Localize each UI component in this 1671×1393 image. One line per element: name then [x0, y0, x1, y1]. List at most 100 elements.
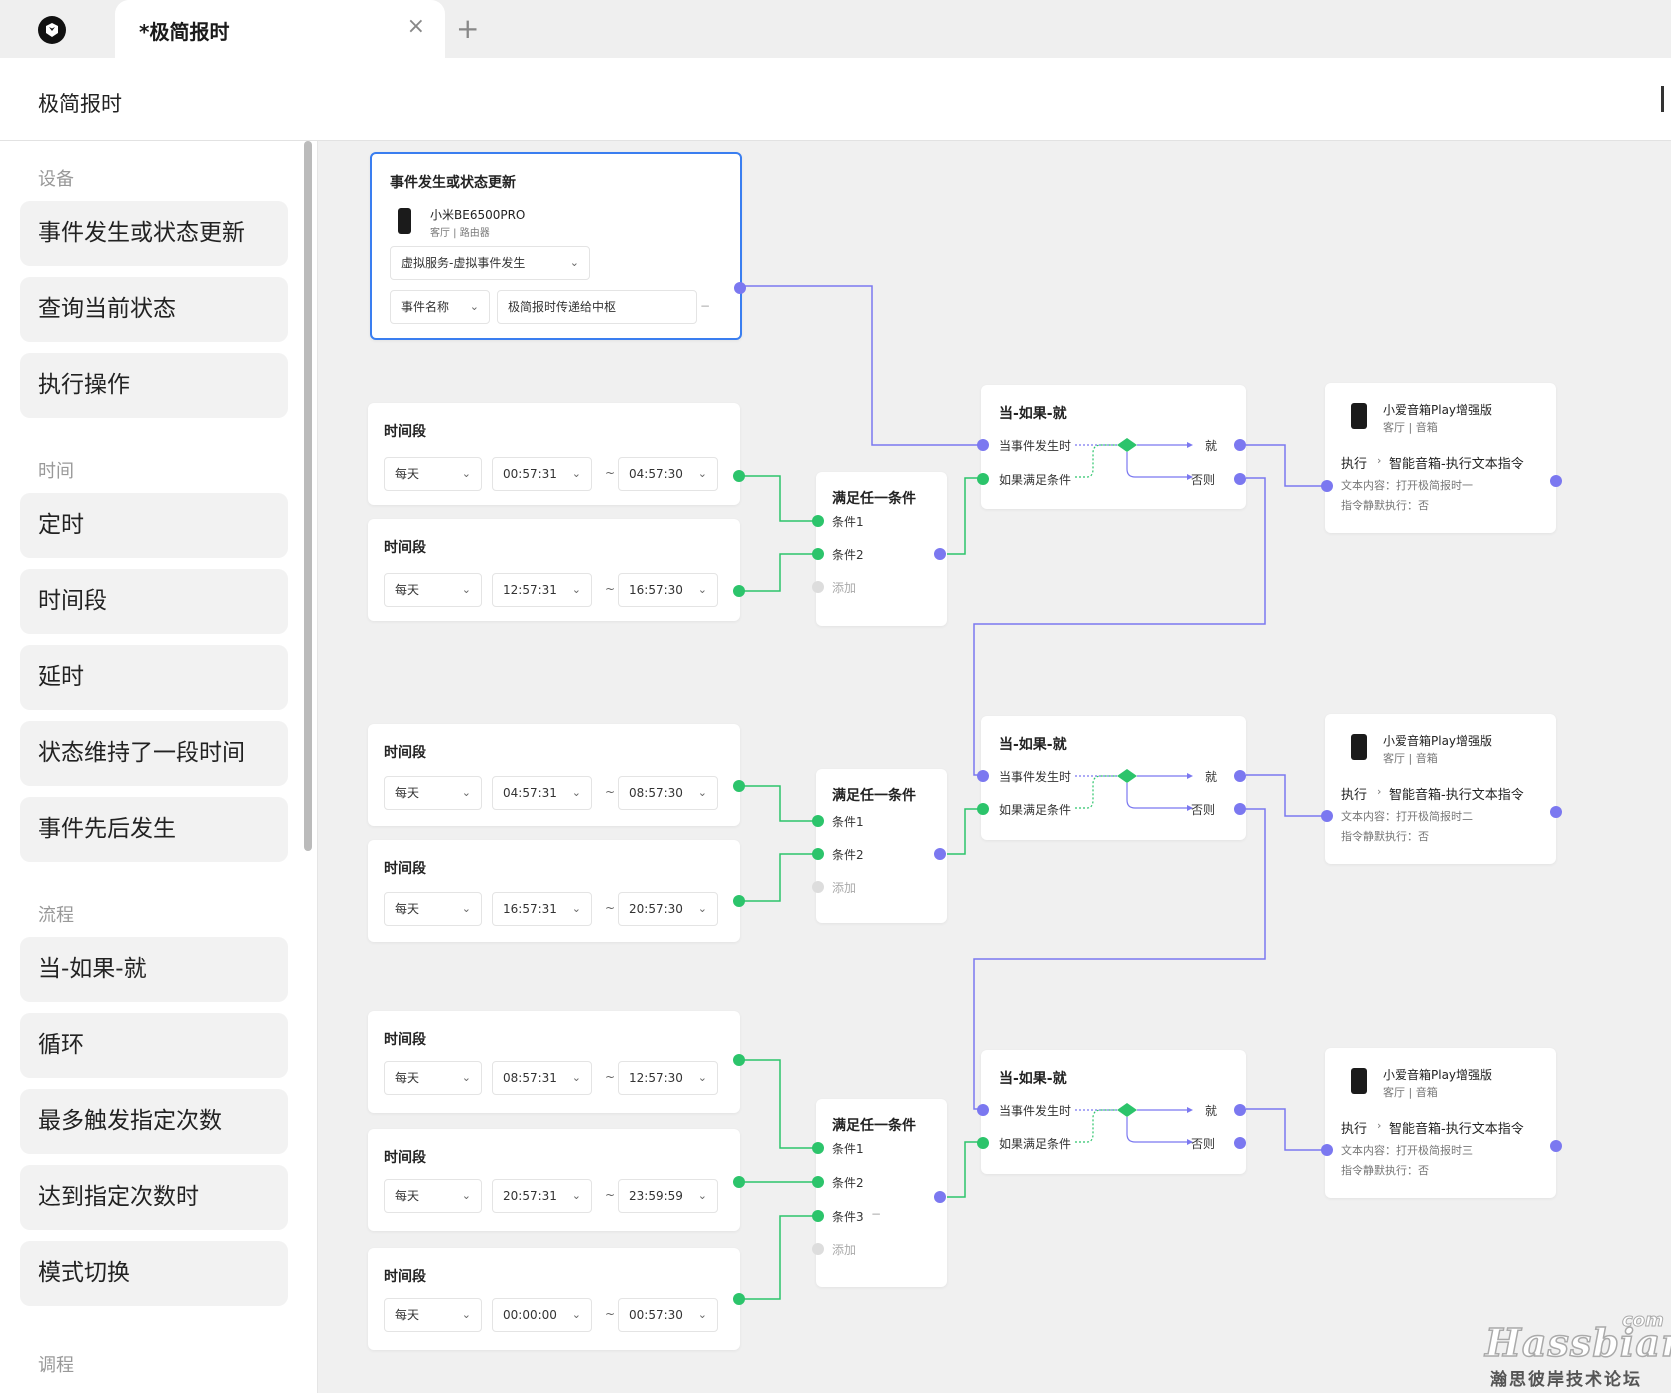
param-name-select[interactable]: 事件名称⌄: [390, 290, 490, 324]
add-condition-label[interactable]: 添加: [832, 581, 857, 595]
cond2-in-port[interactable]: [812, 1176, 824, 1188]
sidebar-item-sequence[interactable]: 事件先后发生: [20, 797, 288, 862]
service-select[interactable]: 虚拟服务-虚拟事件发生⌄: [390, 246, 590, 280]
add-in-port[interactable]: [812, 1243, 824, 1255]
any-out-port[interactable]: [934, 548, 946, 560]
time-out-port[interactable]: [733, 470, 745, 482]
time-out-port[interactable]: [733, 780, 745, 792]
end-time-select[interactable]: 23:59:59⌄: [618, 1179, 718, 1213]
sidebar-item-mode-switch[interactable]: 模式切换: [20, 1241, 288, 1306]
else-out-port[interactable]: [1234, 1137, 1246, 1149]
if-in-port[interactable]: [977, 473, 989, 485]
tab-active[interactable]: *极简报时 ×: [115, 0, 445, 58]
start-time-select[interactable]: 20:57:31⌄: [492, 1179, 592, 1213]
sidebar-item-delay[interactable]: 延时: [20, 645, 288, 710]
else-out-port[interactable]: [1234, 803, 1246, 815]
flow-canvas[interactable]: 事件发生或状态更新 小米BE6500PRO 客厅 | 路由器 虚拟服务-虚拟事件…: [319, 141, 1671, 1393]
sidebar-item-reach-times[interactable]: 达到指定次数时: [20, 1165, 288, 1230]
sidebar-item-query[interactable]: 查询当前状态: [20, 277, 288, 342]
repeat-select[interactable]: 每天⌄: [384, 776, 482, 810]
end-time-select[interactable]: 12:57:30⌄: [618, 1061, 718, 1095]
remove-param-icon[interactable]: −: [700, 299, 711, 313]
time-range-node[interactable]: 时间段 每天⌄ 00:00:00⌄ ~ 00:57:30⌄: [368, 1248, 745, 1350]
else-out-port[interactable]: [1234, 473, 1246, 485]
close-icon[interactable]: ×: [406, 14, 425, 39]
then-out-port[interactable]: [1234, 439, 1246, 451]
repeat-select[interactable]: 每天⌄: [384, 1298, 482, 1332]
when-if-then-node[interactable]: 当-如果-就 当事件发生时 如果满足条件 就 否则: [977, 716, 1246, 840]
any-out-port[interactable]: [934, 1191, 946, 1203]
any-condition-node[interactable]: 满足任一条件 条件1 条件2 添加: [812, 769, 947, 923]
when-if-then-node[interactable]: 当-如果-就 当事件发生时 如果满足条件 就 否则: [977, 385, 1246, 509]
app-logo-icon[interactable]: [38, 16, 66, 44]
sidebar-item-event[interactable]: 事件发生或状态更新: [20, 201, 288, 266]
any-condition-node[interactable]: 满足任一条件 条件1 条件2 条件3 − 添加: [812, 1099, 947, 1287]
time-out-port[interactable]: [733, 1293, 745, 1305]
cond1-in-port[interactable]: [812, 815, 824, 827]
action-out-port[interactable]: [1550, 475, 1562, 487]
if-in-port[interactable]: [977, 803, 989, 815]
toolbar-icon[interactable]: [1661, 86, 1671, 112]
any-condition-node[interactable]: 满足任一条件 条件1 条件2 添加: [812, 472, 947, 626]
action-in-port[interactable]: [1321, 480, 1333, 492]
then-out-port[interactable]: [1234, 770, 1246, 782]
cond3-in-port[interactable]: [812, 1210, 824, 1222]
action-in-port[interactable]: [1321, 810, 1333, 822]
action-out-port[interactable]: [1550, 806, 1562, 818]
start-time-select[interactable]: 16:57:31⌄: [492, 892, 592, 926]
time-range-node[interactable]: 时间段 每天⌄ 20:57:31⌄ ~ 23:59:59⌄: [368, 1129, 745, 1231]
when-in-port[interactable]: [977, 1104, 989, 1116]
sidebar-item-timer[interactable]: 定时: [20, 493, 288, 558]
add-in-port[interactable]: [812, 581, 824, 593]
then-out-port[interactable]: [1234, 1104, 1246, 1116]
end-time-select[interactable]: 04:57:30⌄: [618, 457, 718, 491]
time-range-node[interactable]: 时间段 每天⌄ 08:57:31⌄ ~ 12:57:30⌄: [368, 1011, 745, 1113]
cond2-in-port[interactable]: [812, 548, 824, 560]
time-range-node[interactable]: 时间段 每天⌄ 16:57:31⌄ ~ 20:57:30⌄: [368, 840, 745, 942]
time-out-port[interactable]: [733, 1176, 745, 1188]
end-time-select[interactable]: 20:57:30⌄: [618, 892, 718, 926]
end-time-select[interactable]: 00:57:30⌄: [618, 1298, 718, 1332]
sidebar-scrollbar[interactable]: [304, 141, 312, 851]
end-time-select[interactable]: 08:57:30⌄: [618, 776, 718, 810]
repeat-select[interactable]: 每天⌄: [384, 1061, 482, 1095]
add-condition-label[interactable]: 添加: [832, 1243, 857, 1257]
time-out-port[interactable]: [733, 1054, 745, 1066]
start-time-select[interactable]: 04:57:31⌄: [492, 776, 592, 810]
time-out-port[interactable]: [733, 895, 745, 907]
sidebar-item-action[interactable]: 执行操作: [20, 353, 288, 418]
start-time-select[interactable]: 00:57:31⌄: [492, 457, 592, 491]
time-out-port[interactable]: [733, 585, 745, 597]
repeat-select[interactable]: 每天⌄: [384, 892, 482, 926]
time-range-node[interactable]: 时间段 每天⌄ 04:57:31⌄ ~ 08:57:30⌄: [368, 724, 745, 826]
action-out-port[interactable]: [1550, 1140, 1562, 1152]
sidebar-item-when-if-then[interactable]: 当-如果-就: [20, 937, 288, 1002]
when-in-port[interactable]: [977, 439, 989, 451]
action-in-port[interactable]: [1321, 1144, 1333, 1156]
when-in-port[interactable]: [977, 770, 989, 782]
speaker-action-node[interactable]: 小爱音箱Play增强版 客厅 | 音箱 执行 › 智能音箱-执行文本指令 文本内…: [1321, 1048, 1562, 1198]
cond1-in-port[interactable]: [812, 515, 824, 527]
if-in-port[interactable]: [977, 1137, 989, 1149]
remove-condition-icon[interactable]: −: [871, 1207, 882, 1221]
repeat-select[interactable]: 每天⌄: [384, 457, 482, 491]
add-in-port[interactable]: [812, 881, 824, 893]
sidebar-item-time-range[interactable]: 时间段: [20, 569, 288, 634]
start-time-select[interactable]: 00:00:00⌄: [492, 1298, 592, 1332]
add-condition-label[interactable]: 添加: [832, 881, 857, 895]
event-out-port[interactable]: [734, 282, 746, 294]
start-time-select[interactable]: 12:57:31⌄: [492, 573, 592, 607]
sidebar-item-loop[interactable]: 循环: [20, 1013, 288, 1078]
time-range-node[interactable]: 时间段 每天⌄ 12:57:31⌄ ~ 16:57:30⌄: [368, 519, 745, 621]
speaker-action-node[interactable]: 小爱音箱Play增强版 客厅 | 音箱 执行 › 智能音箱-执行文本指令 文本内…: [1321, 714, 1562, 864]
speaker-action-node[interactable]: 小爱音箱Play增强版 客厅 | 音箱 执行 › 智能音箱-执行文本指令 文本内…: [1321, 383, 1562, 533]
time-range-node[interactable]: 时间段 每天⌄ 00:57:31⌄ ~ 04:57:30⌄: [368, 403, 745, 505]
repeat-select[interactable]: 每天⌄: [384, 1179, 482, 1213]
repeat-select[interactable]: 每天⌄: [384, 573, 482, 607]
add-tab-icon[interactable]: +: [456, 12, 480, 45]
sidebar-item-state-hold[interactable]: 状态维持了一段时间: [20, 721, 288, 786]
start-time-select[interactable]: 08:57:31⌄: [492, 1061, 592, 1095]
param-value-input[interactable]: 极简报时传递给中枢: [497, 290, 697, 324]
sidebar-item-max-times[interactable]: 最多触发指定次数: [20, 1089, 288, 1154]
end-time-select[interactable]: 16:57:30⌄: [618, 573, 718, 607]
